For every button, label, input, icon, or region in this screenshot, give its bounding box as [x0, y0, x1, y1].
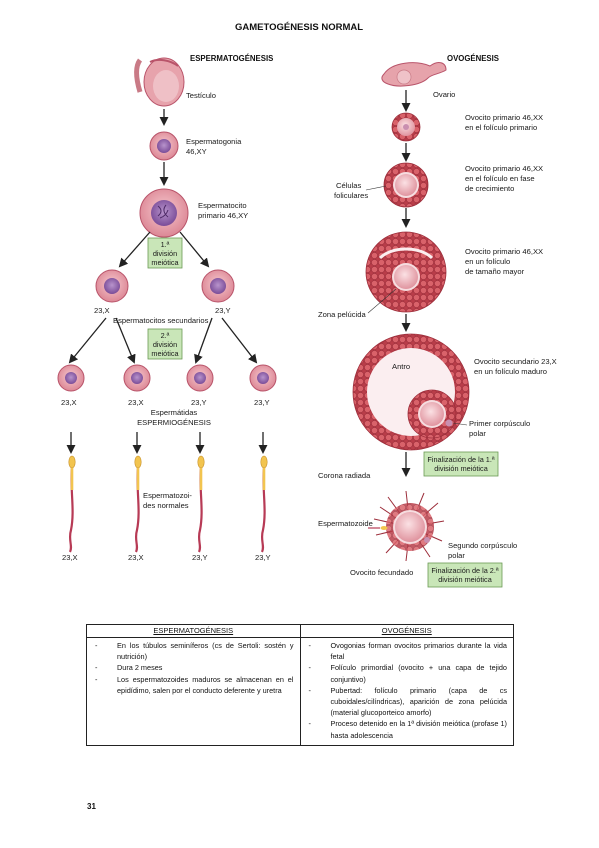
svg-text:división: división — [153, 249, 177, 258]
list-item: Proceso detenido en la 1ª división meiót… — [307, 718, 507, 740]
spermatid-karyotype: 23,X — [128, 398, 144, 407]
mature-follicle — [352, 333, 470, 451]
follicular-cells-label-2: foliculares — [334, 191, 368, 200]
mature-follicle-label-2: en un folículo maduro — [474, 367, 547, 376]
table-header-spermatogenesis: ESPERMATOGÉNESIS — [86, 624, 301, 638]
larger-follicle-label-1: Ovocito primario 46,XX — [465, 247, 543, 256]
growing-follicle — [383, 162, 429, 208]
spermatogonium-cell — [149, 131, 179, 161]
spermatogenesis-panel: ESPERMATOGÉNESIS Testículo Espermatogoni… — [57, 54, 277, 562]
sperm-karyotype: 23,X — [62, 553, 78, 562]
spermatid-karyotype: 23,X — [61, 398, 77, 407]
secondary-left-karyotype: 23,X — [94, 306, 110, 315]
list-item: Los espermatozoides maduros se almacenan… — [93, 674, 294, 696]
primary-spermatocyte-cell — [139, 188, 189, 238]
testicle-label: Testículo — [186, 91, 216, 100]
gametogenesis-figure: GAMETOGÉNESIS NORMAL ESPERMATOGÉNESIS Te… — [57, 22, 557, 588]
secondary-right-karyotype: 23,Y — [215, 306, 231, 315]
spermatogonium-label-2: 46,XY — [186, 147, 207, 156]
larger-follicle-label-2: en un folículo — [465, 257, 510, 266]
list-item: Folículo primordial (ovocito + una capa … — [307, 662, 507, 684]
oogenesis-panel: OVOGÉNESIS Ovario Ovocito primario 46,XX… — [318, 54, 557, 588]
oogenesis-heading: OVOGÉNESIS — [447, 54, 499, 63]
second-polar-body-label-2: polar — [448, 551, 465, 560]
svg-text:1.ª: 1.ª — [161, 240, 170, 249]
second-polar-body-label-1: Segundo corpúsculo — [448, 541, 517, 550]
growing-follicle-label-1: Ovocito primario 46,XX — [465, 164, 543, 173]
second-meiotic-division-box: 2.ª división meiótica — [147, 328, 183, 360]
spermatozoon — [260, 455, 268, 553]
svg-text:meiótica: meiótica — [151, 349, 179, 358]
svg-text:2.ª: 2.ª — [161, 331, 170, 340]
fertilized-oocyte-label: Ovocito fecundado — [350, 568, 413, 577]
spermatid-cell — [249, 364, 277, 392]
spermatid-cell — [123, 364, 151, 392]
follicular-cells-label-1: Células — [336, 181, 362, 190]
first-polar-body-label-1: Primer corpúsculo — [469, 419, 530, 428]
antrum-label: Antro — [392, 362, 410, 371]
first-polar-body-label-2: polar — [469, 429, 486, 438]
table-header-oogenesis: OVOGÉNESIS — [299, 624, 514, 638]
spermatid-cell — [186, 364, 214, 392]
oogenesis-cell: Ovogonias forman ovocitos primarios dura… — [299, 637, 514, 746]
spermatozoon-label: Espermatozoide — [318, 519, 373, 528]
spermatogenesis-cell: En los túbulos seminíferos (cs de Sertol… — [86, 637, 301, 746]
sperm-karyotype: 23,X — [128, 553, 144, 562]
secondary-spermatocyte-left — [95, 269, 129, 303]
spermatozoon — [197, 455, 205, 553]
sperm-karyotype: 23,Y — [192, 553, 208, 562]
corona-radiata-label: Corona radiada — [318, 471, 371, 480]
primary-follicle-label-2: en el folículo primario — [465, 123, 537, 132]
list-item: Dura 2 meses — [93, 662, 294, 673]
svg-text:división meiótica: división meiótica — [434, 464, 488, 473]
zona-pellucida-label: Zona pelúcida — [318, 310, 366, 319]
svg-text:meiótica: meiótica — [151, 258, 179, 267]
normal-sperm-label-2: des normales — [143, 501, 189, 510]
ovary-illustration — [381, 62, 447, 87]
spermatogonium-label-1: Espermatogonia — [186, 137, 242, 146]
growing-follicle-label-3: de crecimiento — [465, 184, 514, 193]
spermiogenesis-label: ESPERMIOGÉNESIS — [137, 418, 211, 427]
summary-table: ESPERMATOGÉNESIS OVOGÉNESIS En los túbul… — [86, 624, 514, 746]
primary-follicle-label-1: Ovocito primario 46,XX — [465, 113, 543, 122]
spermatocyte-label-1: Espermatocito — [198, 201, 247, 210]
spermatid-karyotype: 23,Y — [254, 398, 270, 407]
end-second-division-box: Finalización de la 2.ª división meiótica — [427, 562, 503, 588]
svg-text:división meiótica: división meiótica — [438, 575, 492, 584]
larger-follicle — [365, 231, 447, 313]
mature-follicle-label-1: Ovocito secundario 23,X — [474, 357, 557, 366]
spermatogenesis-heading: ESPERMATOGÉNESIS — [190, 54, 273, 63]
fertilized-oocyte — [368, 490, 445, 562]
spermatid-karyotype: 23,Y — [191, 398, 207, 407]
spermatozoon — [68, 455, 76, 553]
spermatozoon — [134, 455, 142, 553]
primary-follicle — [391, 112, 421, 142]
svg-text:Finalización de la 2.ª: Finalización de la 2.ª — [431, 566, 498, 575]
svg-text:Finalización de la 1.ª: Finalización de la 1.ª — [427, 455, 494, 464]
figure-title: GAMETOGÉNESIS NORMAL — [235, 22, 363, 33]
ovary-label: Ovario — [433, 90, 455, 99]
svg-text:división: división — [153, 340, 177, 349]
first-meiotic-division-box: 1.ª división meiótica — [147, 237, 183, 269]
spermatids-label: Espermátidas — [151, 408, 198, 417]
list-item: Ovogonias forman ovocitos primarios dura… — [307, 640, 507, 662]
secondary-spermatocytes-label: Espermatocitos secundarios — [113, 316, 209, 325]
list-item: En los túbulos seminíferos (cs de Sertol… — [93, 640, 294, 662]
end-first-division-box: Finalización de la 1.ª división meiótica — [423, 451, 499, 477]
normal-sperm-label-1: Espermatozoi- — [143, 491, 192, 500]
page-number: 31 — [87, 802, 96, 811]
spermatocyte-label-2: primario 46,XY — [198, 211, 248, 220]
sperm-karyotype: 23,Y — [255, 553, 271, 562]
spermatid-cell — [57, 364, 85, 392]
list-item: Pubertad: folículo primario (capa de cs … — [307, 685, 507, 719]
larger-follicle-label-3: de tamaño mayor — [465, 267, 525, 276]
secondary-spermatocyte-right — [201, 269, 235, 303]
testicle-illustration — [134, 57, 185, 107]
growing-follicle-label-2: en el folículo en fase — [465, 174, 535, 183]
